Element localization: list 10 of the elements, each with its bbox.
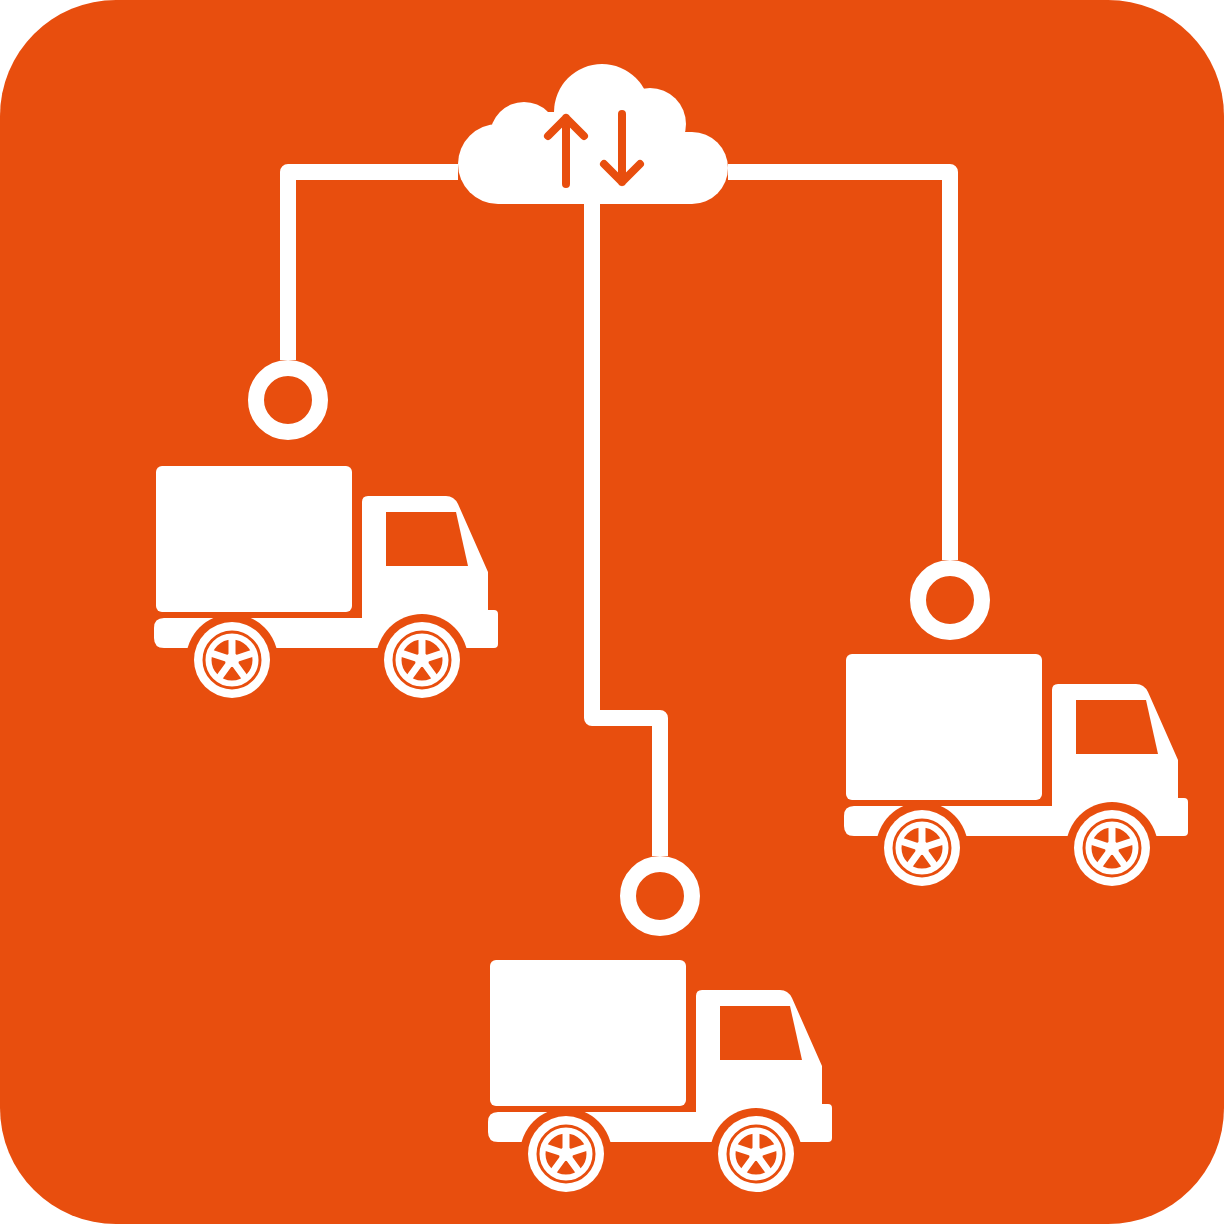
connector-ring: [620, 856, 700, 936]
connector-ring: [910, 560, 990, 640]
cloud-icon: [458, 64, 728, 204]
connector-ring: [248, 360, 328, 440]
truck-icon: [154, 466, 498, 698]
connector-line: [728, 164, 958, 560]
connector-line: [280, 164, 458, 360]
truck-icon: [488, 960, 832, 1192]
connector-line: [584, 204, 668, 856]
truck-icon: [844, 654, 1188, 886]
